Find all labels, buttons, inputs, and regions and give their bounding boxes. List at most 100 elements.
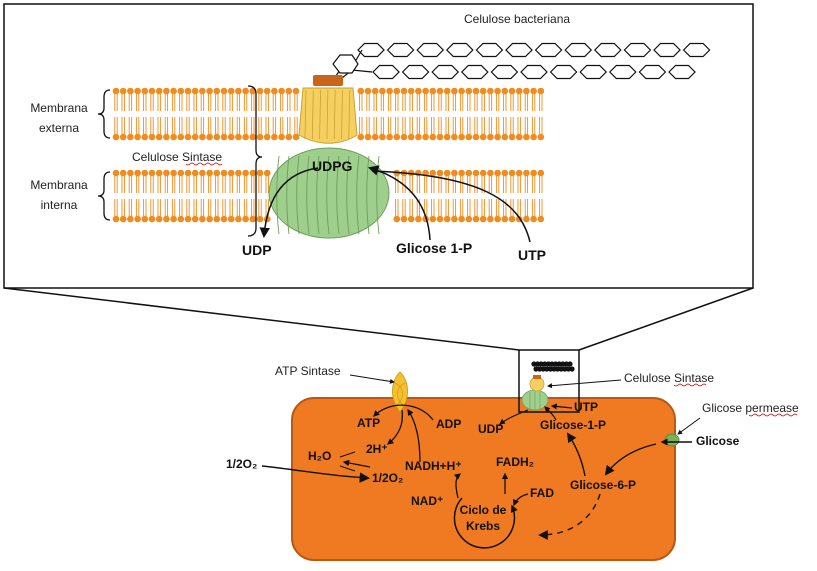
lipid-tail: [150, 199, 154, 216]
lipid-head: [422, 133, 429, 141]
lipid-head: [199, 87, 206, 95]
arrow-glicose1p-to-udpg: [367, 165, 431, 241]
lipid-head: [393, 87, 401, 95]
lipid-tail: [416, 94, 421, 111]
lipid-head: [184, 133, 192, 141]
pointer-glicose-permease: [677, 417, 701, 435]
lipid-tail: [517, 117, 521, 134]
glucose-ring: [593, 42, 622, 58]
lipid-tail: [171, 176, 176, 193]
lipid-head: [443, 215, 451, 223]
lipid-tail: [229, 199, 233, 216]
lipid-head: [494, 169, 501, 177]
lipid-tail: [222, 94, 226, 111]
lipid-tail: [251, 176, 255, 193]
arrow-g6p-to-g1p: [566, 432, 586, 477]
lipid-head: [134, 215, 141, 223]
lipid-head: [458, 133, 465, 141]
glucose-ring: [520, 64, 548, 80]
lipid-tail: [524, 94, 529, 111]
arrow-synthase-to-udp: [499, 409, 529, 425]
lipid-head: [163, 169, 170, 177]
chain-bead: [556, 361, 562, 367]
arrow-fad-in: [512, 493, 529, 507]
lipid-tail: [171, 117, 176, 134]
lipid-tail: [359, 94, 363, 111]
arrow-utp-to-udpg: [371, 170, 531, 243]
lipid-head: [508, 169, 516, 177]
arrow-glicose-to-g6p: [604, 443, 657, 476]
arrow-o2-in: [261, 465, 371, 483]
chain-bead: [560, 361, 566, 367]
arrow-adp-to-atp: [373, 404, 434, 421]
lipid-head: [155, 215, 163, 223]
lipid-head: [443, 133, 451, 141]
lipid-head: [479, 133, 487, 141]
lipid-head: [285, 87, 293, 95]
glucose-ring: [332, 54, 359, 74]
green-lobe: [326, 155, 330, 235]
lipid-tail: [243, 94, 248, 111]
lipid-head: [227, 215, 235, 223]
label-2h-plus: 2H⁺: [366, 442, 388, 456]
label-udpg: UDPG: [312, 158, 353, 174]
lipid-head: [163, 133, 170, 141]
lipid-tail: [279, 94, 284, 111]
lipid-tail: [488, 176, 493, 193]
label-glicose1p-cell: Glicose-1-P: [540, 418, 606, 432]
lipid-head: [393, 215, 401, 223]
lipid-tail: [179, 176, 183, 193]
lipid-head: [235, 87, 242, 95]
lipid-head: [472, 215, 480, 223]
lipid-tail: [207, 117, 212, 134]
chain-bead: [544, 366, 550, 372]
lipid-tail: [431, 117, 435, 134]
chain-bead: [553, 361, 559, 367]
lipid-tail: [452, 199, 457, 216]
lipid-head: [141, 169, 149, 177]
lipid-tail: [445, 117, 449, 134]
glucose-ring: [386, 42, 415, 58]
lipid-tail: [157, 117, 161, 134]
synthase-green-subunit: [268, 147, 390, 239]
lipid-head: [170, 133, 177, 141]
synthase-cap: [313, 75, 343, 86]
lipid-head: [227, 87, 235, 95]
lipid-tail: [380, 94, 385, 111]
lipid-tail: [423, 176, 428, 193]
lipid-head: [393, 133, 401, 141]
lipid-head: [501, 169, 509, 177]
glucose-ring: [638, 64, 667, 80]
lipid-tail: [387, 94, 392, 111]
lipid-head: [148, 87, 156, 95]
lipid-tail: [438, 199, 442, 216]
lipid-head: [148, 133, 156, 141]
arrow-utp-to-synthase: [550, 403, 573, 410]
lipid-head: [249, 133, 257, 141]
lipid-tail: [121, 176, 125, 193]
lipid-head: [134, 87, 141, 95]
lipid-head: [487, 169, 494, 177]
label-udp-inset: UDP: [242, 242, 272, 258]
label-udp-cell: UDP: [478, 422, 503, 436]
lipid-head: [112, 215, 120, 223]
lipid-tail: [128, 199, 133, 216]
lipid-head: [213, 169, 221, 177]
lipid-tail: [121, 117, 125, 134]
lipid-head: [184, 215, 192, 223]
lipid-head: [451, 133, 458, 141]
chain-bead: [542, 361, 548, 367]
lipid-tail: [467, 94, 471, 111]
label-glicose1p-inset: Glicose 1-P: [396, 240, 472, 256]
lipid-tail: [395, 94, 399, 111]
pointer-celulose-sintase: [547, 379, 622, 389]
lipid-head: [213, 133, 221, 141]
lipid-tail: [121, 94, 125, 111]
lipid-head: [206, 169, 213, 177]
lipid-head: [256, 87, 264, 95]
lipid-tail: [251, 199, 255, 216]
chain-bead: [558, 366, 564, 372]
lipid-head: [458, 169, 465, 177]
lipid-head: [112, 87, 120, 95]
lipid-head: [429, 215, 437, 223]
